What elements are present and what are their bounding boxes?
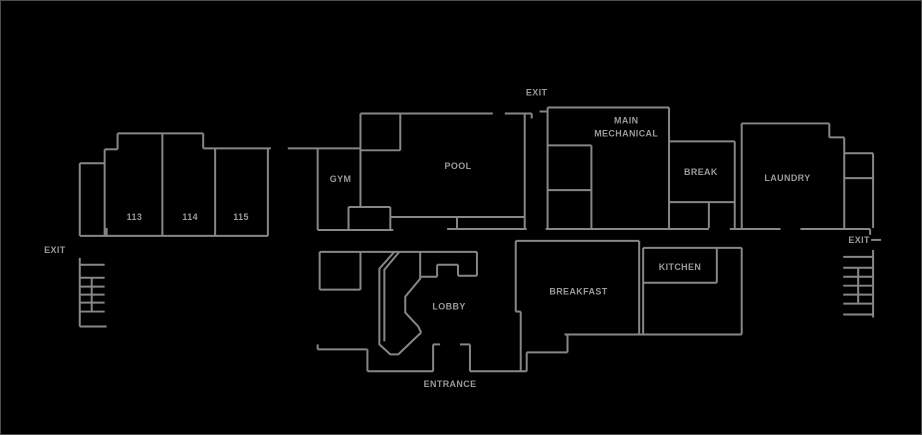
label-room-114: 114 bbox=[182, 212, 198, 222]
label-breakfast: BREAKFAST bbox=[549, 287, 607, 297]
wall-polyline bbox=[404, 251, 423, 333]
label-exit-top: EXIT bbox=[526, 88, 548, 98]
label-exit-right: EXIT bbox=[848, 235, 870, 245]
label-entrance: ENTRANCE bbox=[424, 379, 477, 389]
label-room-115: 115 bbox=[233, 212, 249, 222]
label-break: BREAK bbox=[684, 167, 718, 177]
label-kitchen: KITCHEN bbox=[659, 262, 702, 272]
walls bbox=[78, 106, 882, 373]
wall-polyline bbox=[383, 251, 401, 342]
label-room-113: 113 bbox=[127, 212, 143, 222]
label-lobby: LOBBY bbox=[432, 302, 465, 312]
wall-polyline bbox=[378, 251, 422, 356]
label-exit-left: EXIT bbox=[44, 245, 66, 255]
label-laundry: LAUNDRY bbox=[764, 173, 810, 183]
label-gym: GYM bbox=[330, 174, 352, 184]
label-pool: POOL bbox=[445, 161, 472, 171]
